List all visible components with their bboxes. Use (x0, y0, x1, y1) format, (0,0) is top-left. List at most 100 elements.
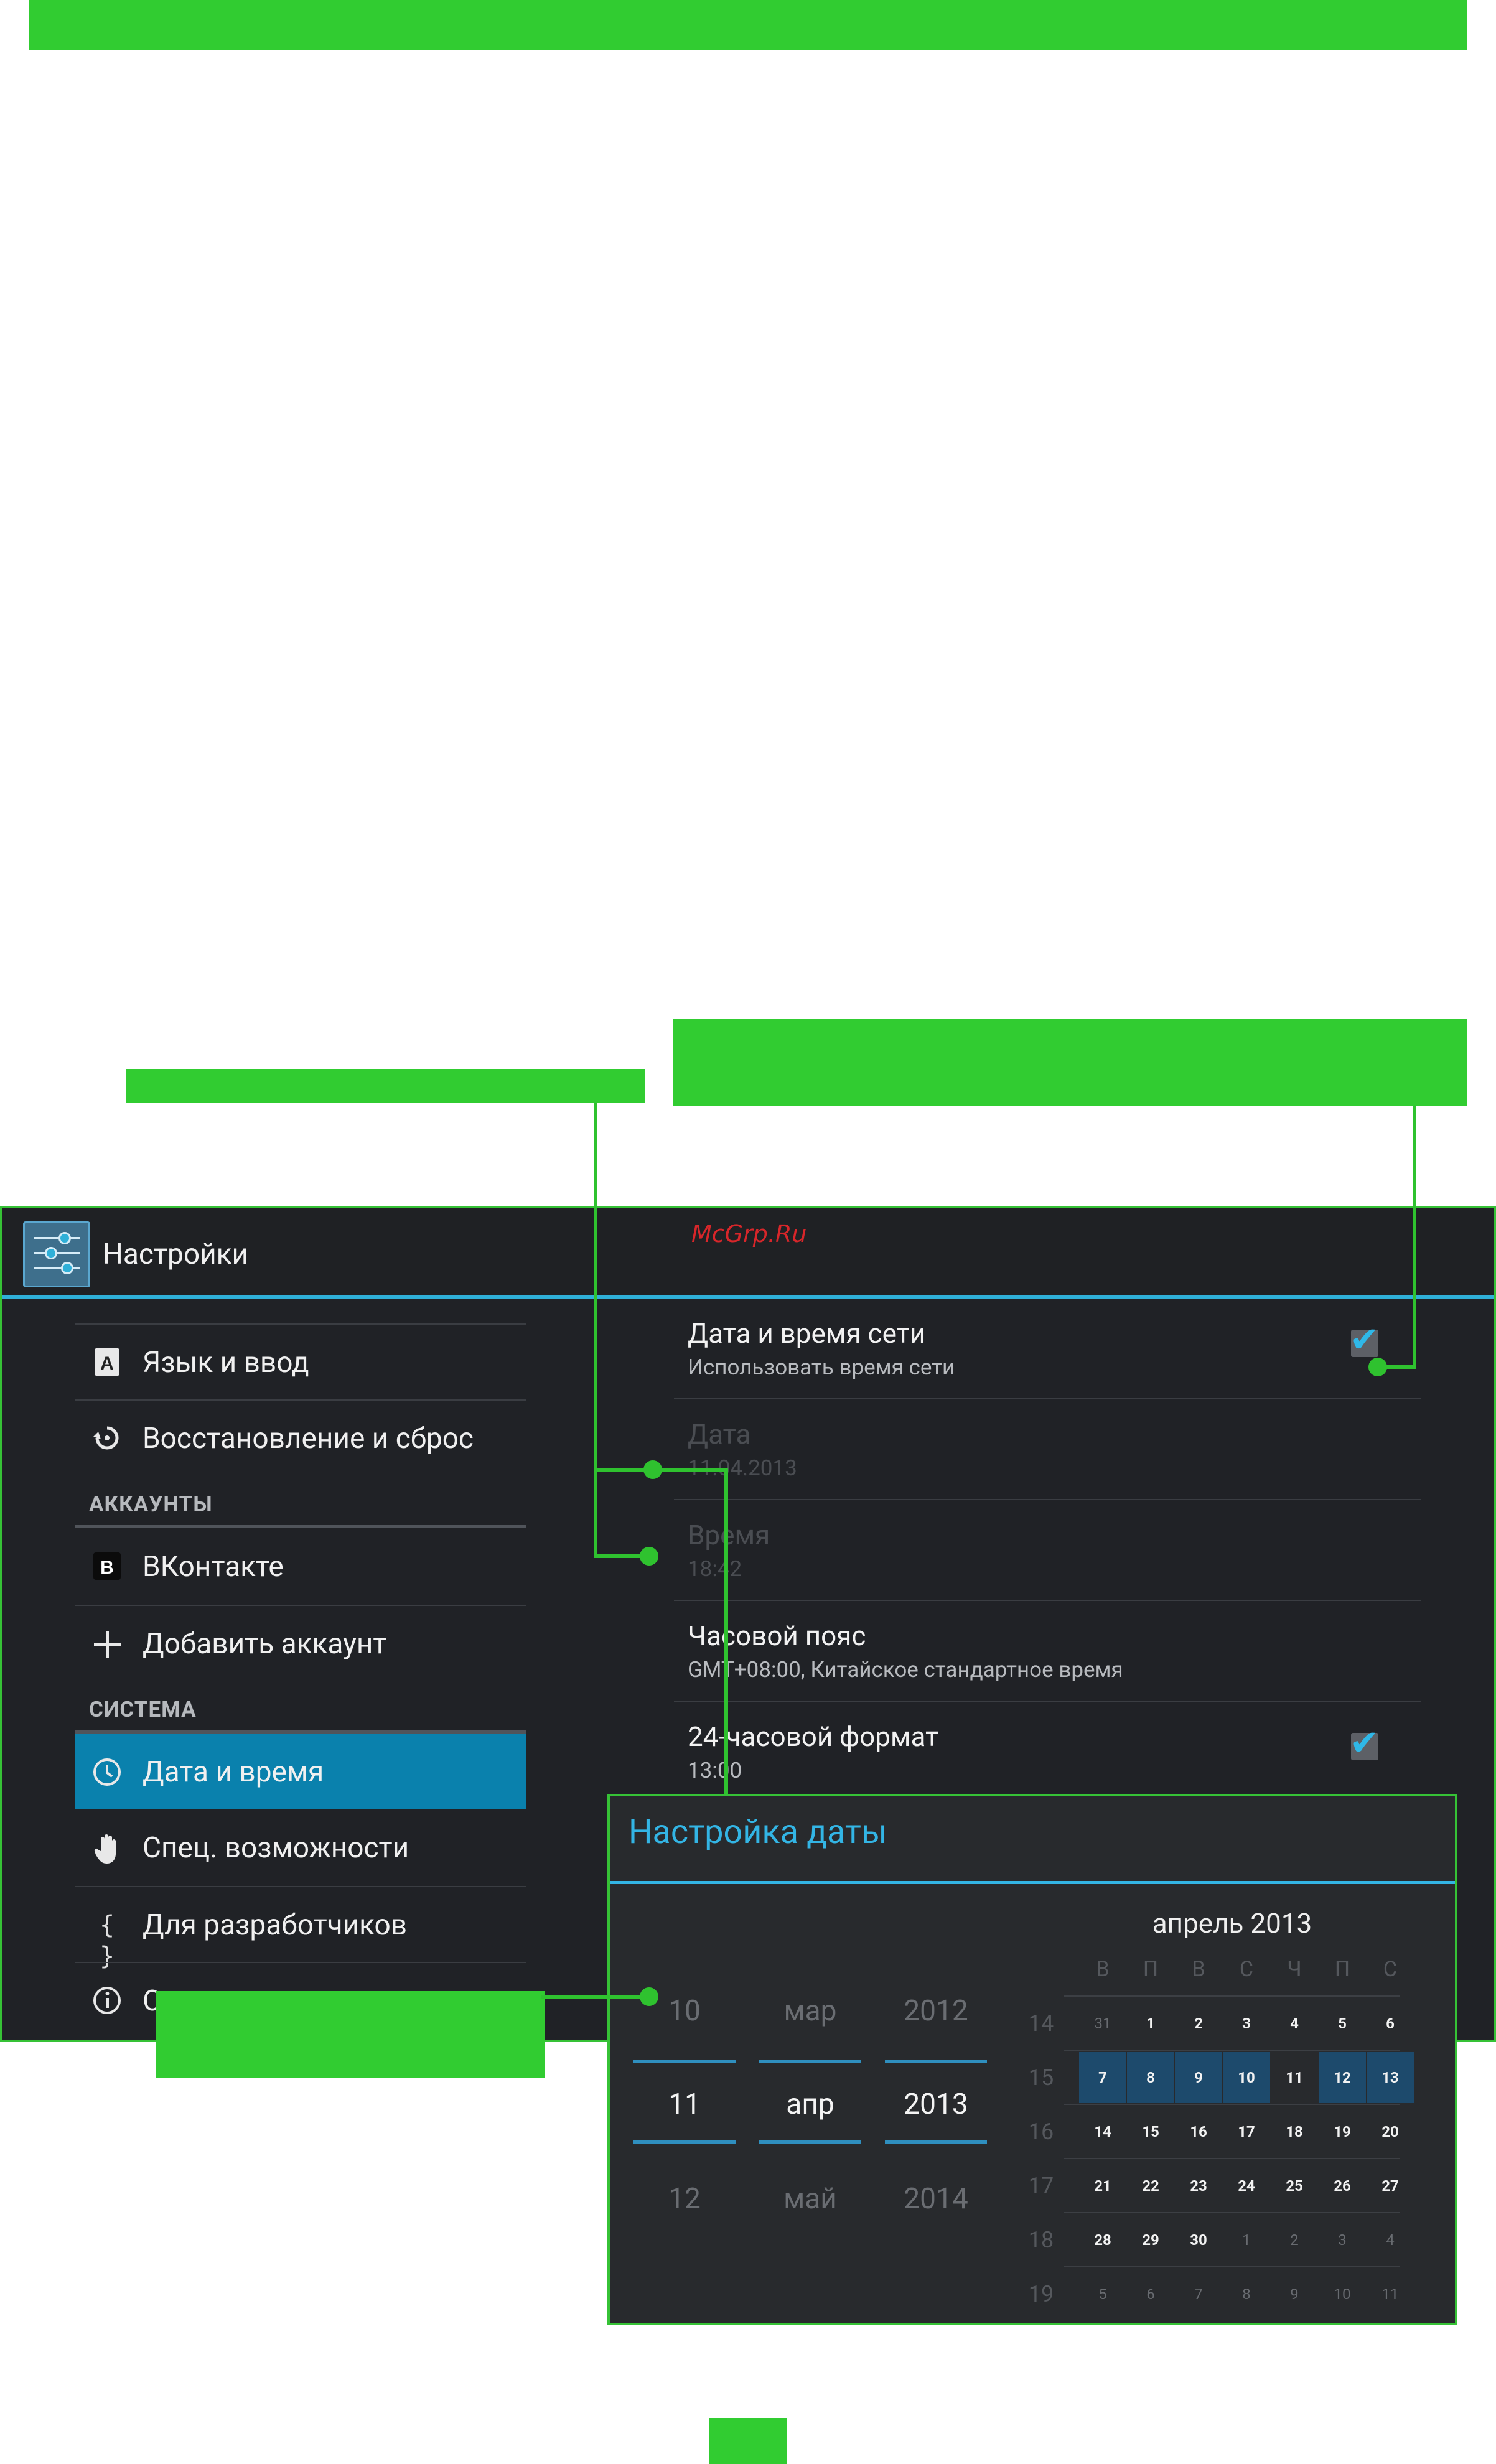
setting-network-time[interactable]: Дата и время сети Использовать время сет… (674, 1299, 1421, 1399)
calendar-day[interactable]: 30 (1190, 2231, 1207, 2249)
calendar-day[interactable]: 4 (1290, 2015, 1299, 2032)
year-next[interactable]: 2014 (904, 2182, 968, 2216)
sidebar-item-label: Спец. возможности (143, 1831, 409, 1865)
calendar-day[interactable]: 15 (1142, 2123, 1159, 2140)
calendar-day[interactable]: 6 (1386, 2015, 1395, 2032)
svg-text:A: A (100, 1353, 114, 1374)
sidebar-item-date-time[interactable]: Дата и время (75, 1734, 526, 1809)
calendar-day[interactable]: 12 (1319, 2052, 1366, 2103)
setting-title: Время (688, 1519, 770, 1551)
svg-text:B: B (100, 1557, 114, 1578)
calendar-day[interactable]: 2 (1290, 2231, 1299, 2249)
calendar-day[interactable]: 1 (1242, 2231, 1251, 2249)
calendar-day[interactable]: 20 (1381, 2123, 1399, 2140)
setting-time: Время 18:42 (674, 1500, 1421, 1601)
setting-time-zone[interactable]: Часовой пояс GMT+08:00, Китайское станда… (674, 1601, 1421, 1702)
sidebar-item-vkontakte[interactable]: B ВКонтакте (75, 1529, 526, 1603)
sidebar-item-label: Дата и время (143, 1755, 324, 1789)
sidebar-item-label: ВКонтакте (143, 1550, 284, 1584)
weekday-label: Ч (1287, 1957, 1302, 1982)
calendar-day[interactable]: 8 (1127, 2052, 1174, 2103)
weekday-label: П (1143, 1957, 1159, 1982)
calendar-day[interactable]: 23 (1190, 2177, 1207, 2195)
weekday-label: П (1334, 1957, 1350, 1982)
week-number: 16 (1028, 2119, 1054, 2145)
day-current[interactable]: 11 (668, 2088, 701, 2121)
calendar-day[interactable]: 31 (1094, 2015, 1111, 2032)
calendar-day[interactable]: 26 (1334, 2177, 1351, 2195)
year-picker[interactable]: 2012 2013 2014 (885, 1796, 987, 2323)
restore-icon (91, 1423, 123, 1454)
month-prev[interactable]: мар (783, 1994, 837, 2028)
calendar-day[interactable]: 22 (1142, 2177, 1159, 2195)
calendar-day[interactable]: 5 (1338, 2015, 1347, 2032)
callout-label-network-time (673, 1019, 1467, 1106)
calendar-day[interactable]: 18 (1286, 2123, 1303, 2140)
picker-divider (759, 2060, 861, 2063)
calendar-day[interactable]: 28 (1094, 2231, 1111, 2249)
calendar-day[interactable]: 9 (1175, 2052, 1222, 2103)
connector-line (594, 1103, 597, 1558)
sidebar-item-backup-reset[interactable]: Восстановление и сброс (75, 1399, 526, 1474)
setting-title: Часовой пояс (688, 1620, 866, 1652)
calendar-day[interactable]: 10 (1223, 2052, 1270, 2103)
calendar-day[interactable]: 1 (1146, 2015, 1155, 2032)
calendar-day[interactable]: 7 (1079, 2052, 1126, 2103)
calendar-day[interactable]: 24 (1238, 2177, 1255, 2195)
connector-line (724, 1468, 728, 1794)
picker-divider (885, 2140, 987, 2144)
calendar-day[interactable]: 11 (1286, 2069, 1303, 2086)
calendar-day[interactable]: 29 (1142, 2231, 1159, 2249)
24-hour-checkbox[interactable]: ✔ (1350, 1724, 1379, 1762)
calendar-day[interactable]: 16 (1190, 2123, 1207, 2140)
year-current[interactable]: 2013 (904, 2088, 968, 2121)
calendar-day[interactable]: 2 (1194, 2015, 1203, 2032)
calendar-day[interactable]: 25 (1286, 2177, 1303, 2195)
day-prev[interactable]: 10 (668, 1994, 701, 2028)
day-picker[interactable]: 10 11 12 (633, 1796, 736, 2323)
calendar-day[interactable]: 4 (1386, 2231, 1395, 2249)
settings-app-icon[interactable] (23, 1221, 90, 1287)
day-next[interactable]: 12 (668, 2182, 701, 2216)
dialog-title: Настройка даты (629, 1813, 887, 1852)
calendar-day[interactable]: 10 (1334, 2285, 1351, 2303)
setting-subtitle: 13:00 (688, 1758, 742, 1783)
week-number: 14 (1028, 2010, 1054, 2037)
calendar-day[interactable]: 21 (1094, 2177, 1111, 2195)
connector-line (1375, 1365, 1416, 1369)
calendar-day[interactable]: 27 (1381, 2177, 1399, 2195)
callout-label-picker (156, 1991, 545, 2078)
calendar-day[interactable]: 8 (1242, 2285, 1251, 2303)
calendar-day[interactable]: 5 (1098, 2285, 1107, 2303)
app-title: Настройки (103, 1238, 249, 1271)
calendar-day[interactable]: 3 (1242, 2015, 1251, 2032)
calendar-day[interactable]: 17 (1238, 2123, 1255, 2140)
section-header-accounts: АККАУНТЫ (89, 1491, 213, 1517)
connector-line (594, 1554, 647, 1558)
calendar-day[interactable]: 14 (1094, 2123, 1111, 2140)
setting-subtitle: Использовать время сети (688, 1355, 955, 1380)
calendar-day[interactable]: 3 (1338, 2231, 1347, 2249)
setting-24-hour-format[interactable]: 24-часовой формат 13:00 ✔ (674, 1702, 1421, 1803)
calendar-day[interactable]: 13 (1367, 2052, 1414, 2103)
sidebar-item-language[interactable]: A Язык и ввод (75, 1323, 526, 1398)
calendar-day[interactable]: 6 (1146, 2285, 1155, 2303)
calendar-day[interactable]: 9 (1290, 2285, 1299, 2303)
month-picker[interactable]: мар апр май (759, 1796, 861, 2323)
section-divider (75, 1730, 526, 1734)
network-time-checkbox[interactable]: ✔ (1350, 1321, 1379, 1358)
week-number: 18 (1028, 2227, 1054, 2253)
calendar-day[interactable]: 19 (1334, 2123, 1351, 2140)
calendar-day[interactable]: 7 (1194, 2285, 1203, 2303)
vk-icon: B (91, 1551, 123, 1582)
sidebar-item-developer[interactable]: { } Для разработчиков (75, 1886, 526, 1971)
month-next[interactable]: май (783, 2182, 837, 2216)
month-current[interactable]: апр (786, 2088, 834, 2121)
year-prev[interactable]: 2012 (904, 1994, 968, 2028)
weekday-label: С (1383, 1957, 1398, 1982)
sidebar-item-add-account[interactable]: Добавить аккаунт (75, 1605, 526, 1679)
calendar-day[interactable]: 11 (1381, 2285, 1399, 2303)
sidebar-item-accessibility[interactable]: Спец. возможности (75, 1810, 526, 1885)
setting-subtitle: GMT+08:00, Китайское стандартное время (688, 1657, 1123, 1682)
